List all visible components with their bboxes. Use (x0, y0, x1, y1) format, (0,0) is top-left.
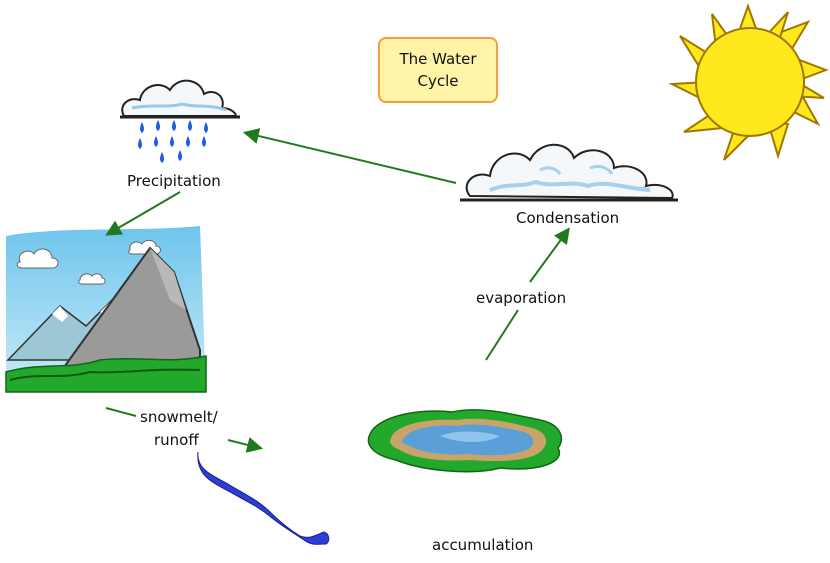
label-evaporation: evaporation (476, 289, 567, 307)
label-accumulation: accumulation (432, 536, 534, 554)
label-condensation: Condensation (516, 209, 620, 227)
arrow-condensation-to-precipitation (242, 128, 457, 184)
arrow-runoff-segment (105, 407, 137, 417)
label-precipitation: Precipitation (127, 172, 221, 190)
rain-cloud-icon (120, 79, 240, 163)
diagram-title: The Water Cycle (399, 50, 477, 90)
sun-icon (668, 2, 829, 161)
label-runoff: runoff (154, 431, 199, 449)
arrow-evaporation-upper (529, 227, 570, 283)
mountain-icon (5, 226, 207, 393)
arrow-evaporation-lower (485, 309, 519, 361)
cycle-arrows (105, 128, 570, 453)
label-snowmelt: snowmelt/ (140, 408, 218, 426)
cloud-icon (460, 143, 678, 202)
river-icon (197, 451, 330, 545)
arrow-precipitation-to-mountain (105, 191, 181, 236)
arrow-runoff-to-lake (227, 437, 264, 453)
title-box: The Water Cycle (378, 37, 498, 103)
lake-icon (367, 409, 563, 473)
